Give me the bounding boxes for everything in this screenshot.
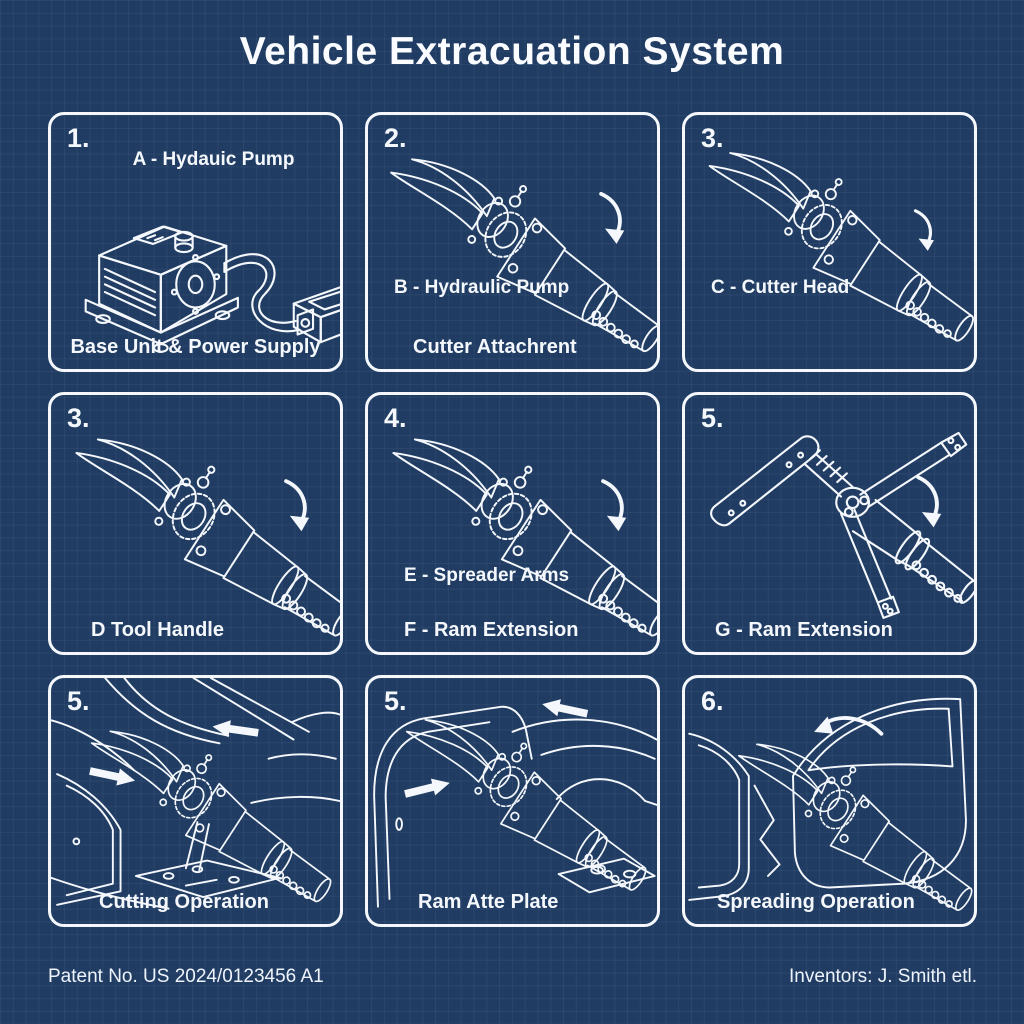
panel-caption: Spreading Operation bbox=[717, 891, 915, 913]
panel-number: 5. bbox=[67, 686, 90, 716]
panel-grid: 1. A - Hydauic Pump Base Unit & Power Su… bbox=[48, 112, 977, 927]
ram-plate-drawing bbox=[368, 678, 657, 924]
cutter-tool-drawing bbox=[692, 115, 974, 359]
panel-number: 3. bbox=[67, 403, 90, 433]
panel-caption: F - Ram Extension bbox=[404, 619, 579, 641]
panel-number: 5. bbox=[701, 403, 724, 433]
panel-spreader-arms: 4. E - Spreader Arms F - Ram Extension bbox=[365, 392, 660, 655]
panel-cutter-attachment: 2. B - Hydraulic Pump Cutter Attachrent bbox=[365, 112, 660, 372]
panel-base-unit: 1. A - Hydauic Pump Base Unit & Power Su… bbox=[48, 112, 343, 372]
panel-caption: Base Unit & Power Supply bbox=[70, 336, 321, 358]
cutter-tool-drawing bbox=[376, 399, 657, 652]
panel-tool-handle: 3. D Tool Handle bbox=[48, 392, 343, 655]
panel-caption: D Tool Handle bbox=[91, 619, 224, 641]
panel-caption: G - Ram Extension bbox=[715, 619, 893, 641]
part-label: C - Cutter Head bbox=[711, 277, 850, 298]
panel-number: 4. bbox=[384, 403, 407, 433]
panel-cutting-operation: 5. Cutting Operation bbox=[48, 675, 343, 927]
panel-cutter-head: 3. C - Cutter Head bbox=[682, 112, 977, 372]
cutter-tool-drawing bbox=[59, 399, 340, 652]
panel-caption: Cutting Operation bbox=[99, 891, 269, 913]
panel-ram-extension: 5. G - Ram Extension bbox=[682, 392, 977, 655]
page-title: Vehicle Extracuation System bbox=[239, 30, 785, 73]
cutting-operation-drawing bbox=[51, 678, 340, 924]
cutter-tool-drawing bbox=[374, 120, 657, 369]
panel-number: 2. bbox=[384, 123, 407, 153]
panel-caption: Cutter Attachrent bbox=[413, 336, 577, 358]
footer: Patent No. US 2024/0123456 A1 Inventors:… bbox=[48, 966, 977, 988]
patent-number: Patent No. US 2024/0123456 A1 bbox=[48, 966, 324, 987]
panel-caption: Ram Atte Plate bbox=[418, 891, 559, 913]
part-label: B - Hydraulic Pump bbox=[394, 277, 570, 298]
spreading-operation-drawing bbox=[685, 678, 974, 924]
panel-ram-plate: 5. Ram Atte Plate bbox=[365, 675, 660, 927]
panel-number: 1. bbox=[67, 123, 90, 153]
base-unit-drawing bbox=[84, 225, 340, 353]
panel-number: 3. bbox=[701, 123, 724, 153]
panel-spreading-operation: 6. Spreading Operation bbox=[682, 675, 977, 927]
panel-number: 5. bbox=[384, 686, 407, 716]
panel-number: 6. bbox=[701, 686, 724, 716]
part-label: A - Hydauic Pump bbox=[132, 149, 295, 170]
inventors-text: Inventors: J. Smith etl. bbox=[789, 966, 977, 987]
ram-tool-drawing bbox=[710, 431, 974, 619]
